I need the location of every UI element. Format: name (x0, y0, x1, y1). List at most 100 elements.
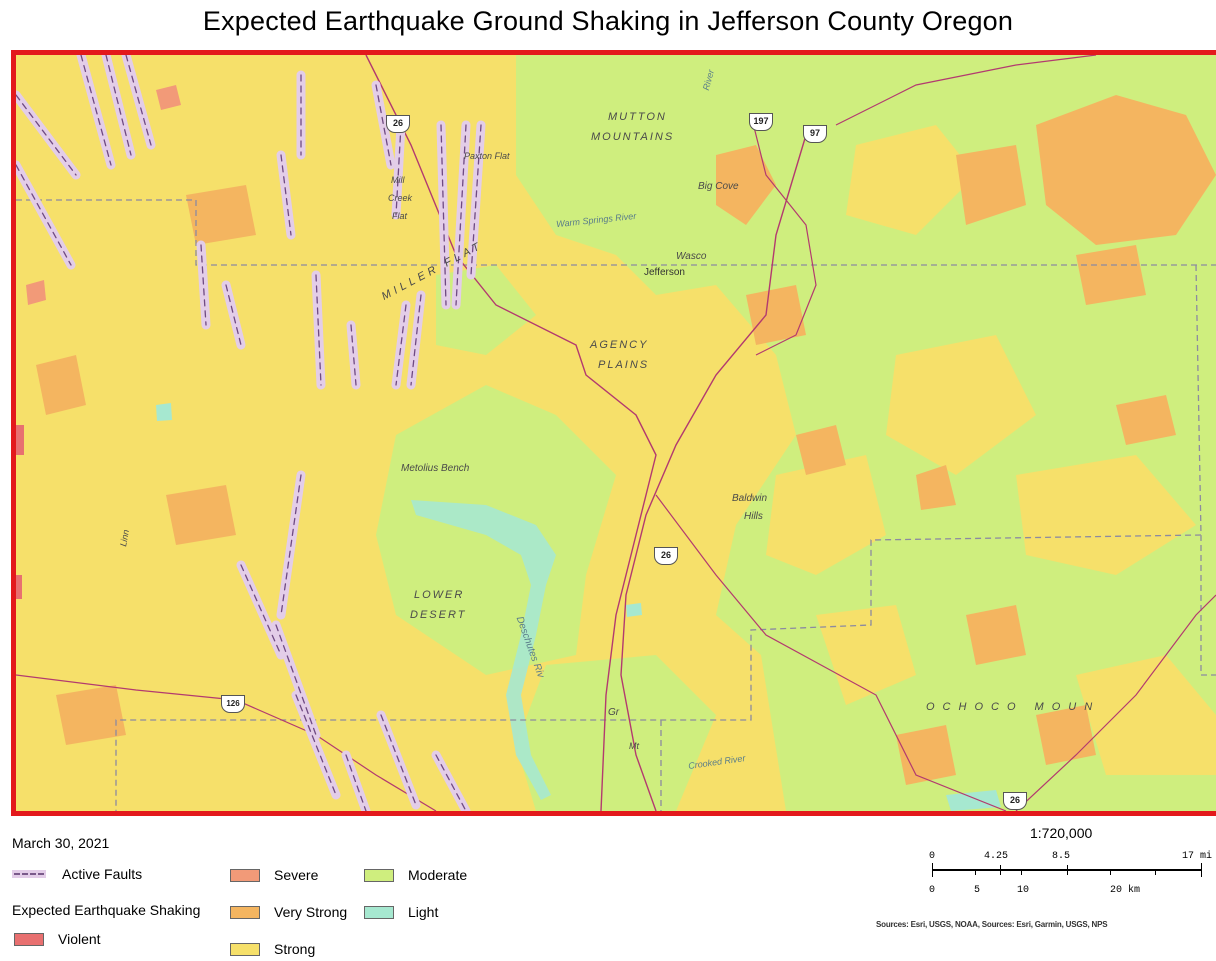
zone-very-strong-ne2 (956, 145, 1026, 225)
label-mountains: MOUNTAINS (591, 131, 675, 143)
zone-very-strong-e1 (1076, 245, 1146, 305)
label-mt: Mt (629, 741, 639, 751)
label-mill: Mill (391, 175, 405, 185)
zone-strong-east1 (846, 125, 976, 235)
scale-tick (1201, 863, 1202, 877)
label-flat: Flat (392, 211, 408, 221)
scale-km-10: 10 (1017, 885, 1030, 896)
zone-very-strong-e4 (916, 465, 956, 510)
zone-very-strong-w2 (36, 355, 86, 415)
zone-strong-east2 (886, 335, 1036, 475)
light-swatch (364, 905, 394, 919)
zone-very-strong-e6 (966, 605, 1026, 665)
scale-mi-425: 4.25 (984, 851, 1009, 862)
scale-km-0: 0 (929, 885, 936, 896)
zone-very-strong-w1 (186, 185, 256, 245)
shield-us197: 197 (749, 113, 773, 131)
label-creek: Creek (388, 193, 413, 203)
strong-swatch (230, 942, 260, 956)
county-boundary (16, 199, 1216, 811)
zone-severe-2 (26, 280, 46, 305)
zone-very-strong-e5 (1116, 395, 1176, 445)
zone-very-strong-ne (1036, 95, 1216, 245)
legend-item-severe: Severe (230, 867, 318, 883)
road-or126 (16, 674, 437, 811)
zone-very-strong-e3 (796, 425, 846, 475)
zone-very-strong-e2 (746, 285, 806, 345)
zone-moderate-north (516, 55, 1216, 811)
shield-us26-north: 26 (386, 115, 410, 133)
map-date: March 30, 2021 (12, 835, 110, 851)
shield-us26-mid: 26 (654, 547, 678, 565)
road-us97 (620, 134, 807, 811)
legend-label-violent: Violent (58, 931, 101, 947)
road-e (1015, 594, 1216, 811)
scale-ratio: 1:720,000 (1030, 825, 1093, 841)
label-agency: AGENCY (590, 339, 649, 351)
shield-us26-se: 26 (1003, 792, 1027, 810)
zone-violent-2 (16, 575, 22, 599)
label-paxton-flat: Paxton Flat (464, 151, 510, 161)
legend-item-light: Light (364, 904, 438, 920)
moderate-swatch (364, 868, 394, 882)
very-strong-swatch (230, 905, 260, 919)
label-big-cove: Big Cove (698, 181, 739, 192)
legend-item-moderate: Moderate (364, 867, 467, 883)
scale-mi-0: 0 (929, 851, 936, 862)
legend-item-very-strong: Very Strong (230, 904, 347, 920)
scale-km-20: 20 km (1110, 885, 1141, 896)
label-hills: Hills (744, 511, 763, 522)
label-lower: LOWER (414, 589, 465, 601)
label-gr: Gr (608, 707, 620, 718)
light-patch-3 (946, 790, 1001, 811)
scale-tick (1067, 865, 1068, 875)
legend-item-strong: Strong (230, 941, 315, 957)
zone-very-strong-e8 (896, 725, 956, 785)
label-mutton: MUTTON (608, 111, 667, 123)
fault-line-icon (12, 870, 46, 878)
scale-bar: 1:720,000 0 4.25 8.5 17 mi 0 5 10 20 km (920, 823, 1216, 933)
label-ochoco-mountains: OCHOCO MOUN (926, 701, 1101, 713)
scale-tick (1110, 869, 1111, 875)
label-wasco: Wasco (676, 251, 707, 262)
light-patch-1 (156, 403, 172, 421)
zone-severe-1 (156, 85, 181, 110)
scale-tick (932, 863, 933, 877)
map-attribution: Sources: Esri, USGS, NOAA, Sources: Esri… (876, 920, 1108, 929)
zone-very-strong-e7 (1036, 705, 1096, 765)
lake-billy-chinook (411, 500, 556, 800)
zone-strong-east5 (816, 605, 916, 705)
scale-tick (975, 869, 976, 875)
zone-violent-1 (16, 425, 24, 455)
road-ne (835, 55, 1097, 126)
zone-strong-east6 (1076, 655, 1216, 775)
legend-label-severe: Severe (274, 867, 319, 883)
severe-swatch (230, 868, 260, 882)
scale-tick (1000, 865, 1001, 875)
zone-very-strong-w3 (166, 485, 236, 545)
label-metolius-bench: Metolius Bench (401, 463, 470, 474)
zone-strong-east4 (766, 455, 886, 575)
shaking-map[interactable] (16, 55, 1216, 811)
light-patch-2 (626, 603, 642, 617)
zone-moderate-south (516, 655, 716, 811)
violent-swatch (14, 932, 44, 946)
label-plains: PLAINS (598, 359, 650, 371)
scale-mi-85: 8.5 (1052, 851, 1071, 862)
scale-km-5: 5 (974, 885, 981, 896)
scale-mi-17: 17 mi (1182, 851, 1213, 862)
legend-item-violent: Violent (14, 931, 101, 947)
map-title: Expected Earthquake Ground Shaking in Je… (202, 6, 1014, 36)
legend-label-faults: Active Faults (62, 866, 143, 882)
legend-label-very-strong: Very Strong (274, 904, 348, 920)
legend-heading: Expected Earthquake Shaking (12, 902, 201, 918)
label-jefferson: Jefferson (644, 267, 685, 278)
map-frame[interactable]: MUTTON MOUNTAINS Paxton Flat Mill Creek … (11, 50, 1216, 816)
road-se (655, 494, 1007, 811)
label-desert: DESERT (410, 609, 467, 621)
zone-very-strong-big-cove (716, 145, 776, 225)
shield-or126: 126 (221, 695, 245, 713)
legend-label-light: Light (408, 904, 439, 920)
zone-very-strong-w4 (56, 685, 126, 745)
scale-tick (1021, 869, 1022, 875)
